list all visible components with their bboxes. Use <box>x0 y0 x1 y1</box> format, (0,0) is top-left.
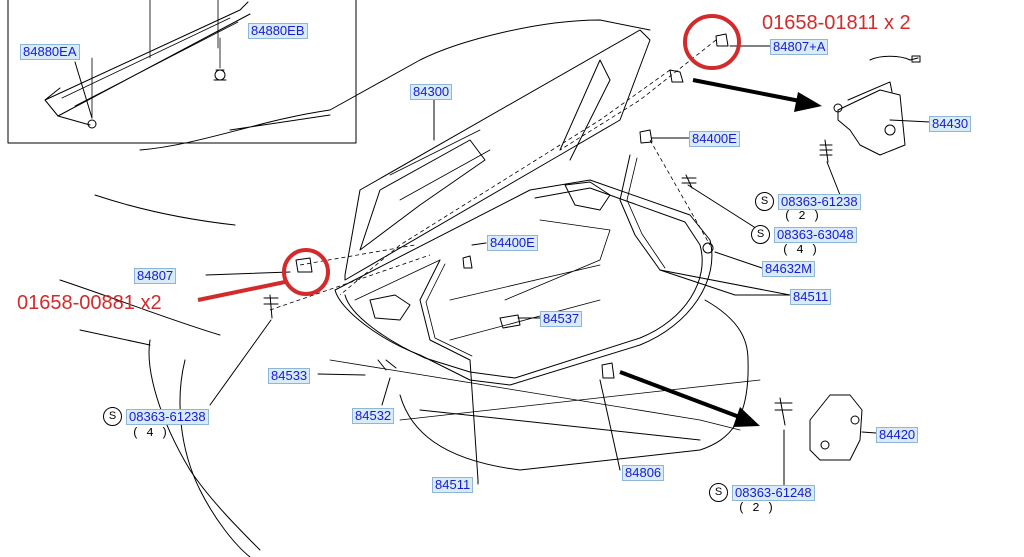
standard-part-icon: S <box>755 192 774 211</box>
torsion-bar-left <box>419 259 479 481</box>
part-label-84511-right[interactable]: 84511 <box>790 289 832 305</box>
part-label-84632M[interactable]: 84632M <box>762 261 815 277</box>
part-label-84400E-upper[interactable]: 84400E <box>689 131 740 147</box>
standard-part-icon: S <box>751 225 770 244</box>
trunk-seal <box>334 179 713 386</box>
fastener-qty: ( 2 ) <box>738 501 775 515</box>
highlight-pointer-left <box>197 280 286 302</box>
fastener-code[interactable]: 08363-61248 <box>732 484 815 501</box>
fastener-ref-3: S 08363-61238 <box>103 407 209 426</box>
trunk-striker <box>809 394 863 461</box>
part-label-84300[interactable]: 84300 <box>410 84 453 100</box>
trunk-lock <box>837 89 906 156</box>
part-label-84533[interactable]: 84533 <box>268 368 311 384</box>
part-label-84880EB[interactable]: 84880EB <box>248 23 308 39</box>
fastener-code[interactable]: 08363-61238 <box>126 408 209 425</box>
part-label-84532[interactable]: 84532 <box>352 408 395 424</box>
torsion-bar-right <box>619 154 791 296</box>
lock-bolt <box>819 139 833 163</box>
annotation-top-right: 01658-01811 x 2 <box>762 12 911 34</box>
bumper <box>399 359 749 471</box>
arrow-to-lock <box>692 78 822 112</box>
fastener-ref-4: S 08363-61248 <box>709 483 815 502</box>
highlight-circle-left <box>282 248 330 296</box>
highlight-circle-top <box>683 14 741 70</box>
trunk-lid <box>344 29 651 281</box>
fastener-qty: ( 4 ) <box>132 426 169 440</box>
fastener-code[interactable]: 08363-61238 <box>778 193 861 210</box>
fastener-qty: ( 4 ) <box>782 243 819 257</box>
fastener-code[interactable]: 08363-63048 <box>774 226 857 243</box>
fastener-qty: ( 2 ) <box>784 209 821 223</box>
part-label-84420[interactable]: 84420 <box>876 427 919 443</box>
standard-part-icon: S <box>103 407 122 426</box>
arrow-to-striker <box>619 370 760 427</box>
car-body <box>139 19 651 151</box>
inset-spoiler <box>44 1 251 126</box>
inset-clip-a <box>87 119 97 129</box>
hinge-left <box>369 294 411 321</box>
part-label-84400E-lower[interactable]: 84400E <box>487 235 538 251</box>
part-label-84537[interactable]: 84537 <box>540 311 583 327</box>
part-label-84511-bottom[interactable]: 84511 <box>432 477 474 493</box>
hinge-right <box>564 181 611 211</box>
part-label-84807A[interactable]: 84807+A <box>770 39 829 55</box>
part-label-84807[interactable]: 84807 <box>134 268 177 284</box>
inset-clip-b <box>214 69 226 81</box>
standard-part-icon: S <box>709 483 728 502</box>
part-label-84430[interactable]: 84430 <box>929 116 972 132</box>
fastener-ref-1: S 08363-61238 <box>755 192 861 211</box>
part-label-84880EA[interactable]: 84880EA <box>20 44 80 60</box>
annotation-left: 01658-00881 x2 <box>17 292 162 314</box>
inset-box <box>7 0 357 144</box>
fastener-ref-2: S 08363-63048 <box>751 225 857 244</box>
part-label-84806[interactable]: 84806 <box>622 465 665 481</box>
